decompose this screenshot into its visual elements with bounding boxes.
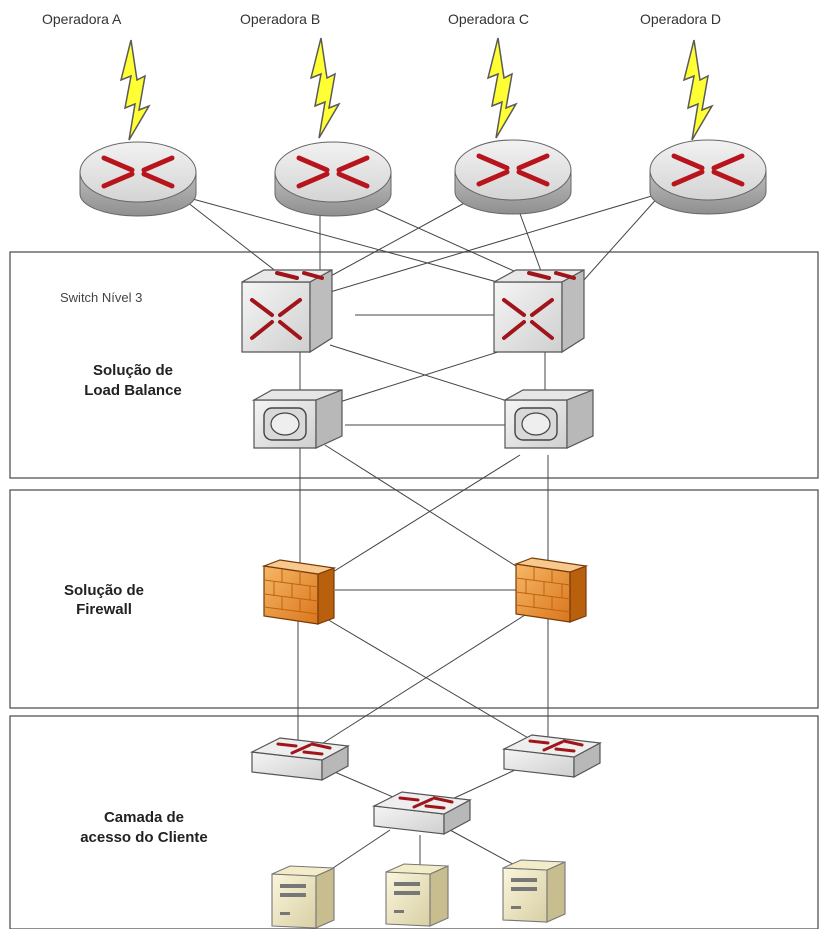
- layer3-switches: [241, 268, 585, 354]
- operator-label-d: Operadora D: [640, 11, 721, 27]
- lightning-icon: [486, 37, 518, 139]
- firewall-icon: [261, 559, 337, 625]
- server-icon: [502, 859, 566, 923]
- firewall-icon: [513, 557, 589, 623]
- firewall-label-line2: Firewall: [76, 601, 132, 618]
- router-icon: [649, 139, 767, 215]
- client-access-label-line2: acesso do Cliente: [80, 829, 208, 846]
- firewall-label-line1: Solução de: [64, 582, 144, 599]
- access-switches: [249, 734, 602, 836]
- load-balance-label-line1: Solução de: [93, 362, 173, 379]
- router-icon: [79, 141, 197, 217]
- lightning-icon: [119, 39, 151, 141]
- load-balancer-icon: [251, 389, 343, 449]
- zone-load-balance: [9, 251, 819, 479]
- operator-label-c: Operadora C: [448, 11, 529, 27]
- server-icon: [271, 865, 335, 929]
- load-balancers: [251, 389, 594, 449]
- switch-level3-label: Switch Nível 3: [60, 290, 142, 305]
- load-balance-label-line2: Load Balance: [84, 382, 182, 399]
- access-switch-icon: [249, 737, 350, 782]
- zone-firewall: [9, 489, 819, 709]
- client-access-label-line1: Camada de: [104, 809, 184, 826]
- load-balancer-icon: [502, 389, 594, 449]
- firewalls: [261, 557, 589, 625]
- client-servers: [271, 859, 566, 929]
- l3-switch-icon: [241, 268, 333, 354]
- lightning-icon: [682, 39, 714, 141]
- l3-switch-icon: [493, 268, 585, 354]
- routers: [79, 139, 767, 217]
- access-switch-icon: [501, 734, 602, 779]
- operator-label-a: Operadora A: [42, 11, 122, 27]
- operator-label-b: Operadora B: [240, 11, 320, 27]
- router-icon: [274, 141, 392, 217]
- core-switch-icon: [371, 791, 472, 836]
- server-icon: [385, 863, 449, 927]
- lightning-bolts: [119, 37, 714, 141]
- router-icon: [454, 139, 572, 215]
- lightning-icon: [309, 37, 341, 139]
